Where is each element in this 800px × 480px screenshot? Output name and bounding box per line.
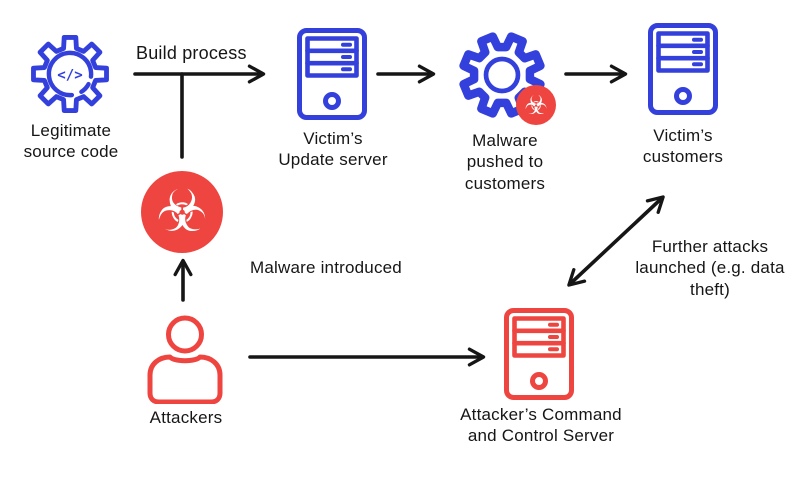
code-glyph: </> <box>57 67 82 83</box>
source-code-label: Legitimate source code <box>23 121 119 162</box>
biohazard-badge-icon: ☣ <box>516 85 556 125</box>
cc-server-icon <box>504 308 574 400</box>
gear-hole <box>483 56 521 94</box>
customers-label: Victim’s customers <box>642 126 724 167</box>
attackers-person-icon <box>147 315 223 404</box>
cc-server-label: Attacker’s Command and Control Server <box>460 405 622 446</box>
biohazard-circle-icon: ☣ <box>141 171 223 253</box>
update-server-icon <box>297 28 367 120</box>
malware-pushed-label: Malware pushed to customers <box>464 131 546 193</box>
biohazard-glyph: ☣ <box>156 179 208 244</box>
update-server-label: Victim’s Update server <box>278 129 388 170</box>
build-process-label: Build process <box>136 43 247 63</box>
malware-introduced-label: Malware introduced <box>250 258 402 277</box>
further-attacks-label: Further attacks launched (e.g. data thef… <box>635 237 785 299</box>
attackers-label: Attackers <box>149 408 223 427</box>
person-head <box>166 315 204 354</box>
biohazard-glyph: ☣ <box>524 90 548 120</box>
malware-gear-icon <box>455 28 549 122</box>
source-code-gear-icon: </> <box>26 30 114 118</box>
person-body <box>147 354 223 404</box>
inner-circle <box>46 50 94 98</box>
customers-server-icon <box>648 23 718 115</box>
